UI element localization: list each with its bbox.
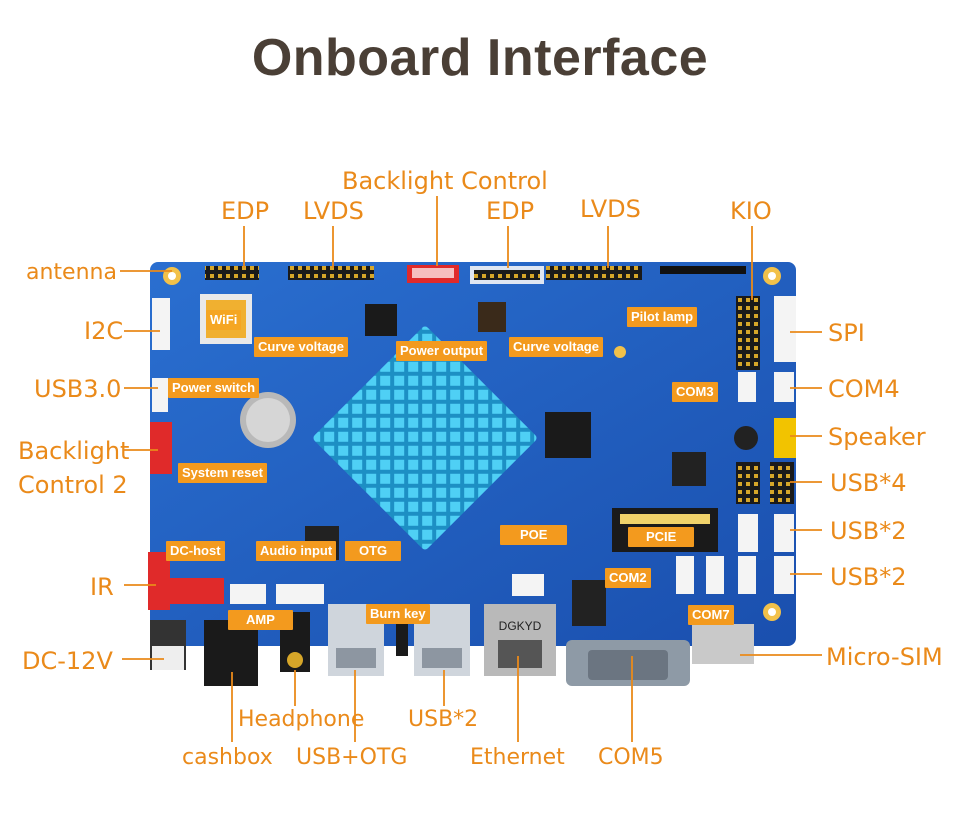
label-usb4: USB*4	[830, 469, 907, 497]
tag-wifi: WiFi	[206, 310, 242, 330]
svg-text:DGKYD: DGKYD	[499, 619, 542, 633]
label-usb2-b: USB*2	[830, 563, 907, 591]
tag-curve-voltage-1: Curve voltage	[254, 337, 348, 357]
label-i2c: I2C	[84, 317, 124, 345]
tag-com2: COM2	[605, 568, 651, 588]
tag-amp: AMP	[228, 610, 293, 630]
label-lvds-2: LVDS	[580, 195, 641, 223]
label-micro-sim: Micro-SIM	[826, 643, 943, 671]
heatsink	[313, 326, 537, 550]
label-backlight-control-2-line2: Control 2	[18, 471, 128, 499]
label-backlight-control: Backlight Control	[342, 167, 548, 195]
sim-slot	[692, 624, 754, 664]
tag-audio-input: Audio input	[256, 541, 337, 561]
label-edp-2: EDP	[486, 197, 535, 225]
tag-pilot-lamp: Pilot lamp	[627, 307, 698, 327]
label-ir: IR	[90, 573, 114, 601]
label-com5: COM5	[598, 745, 664, 770]
page-title: Onboard Interface	[251, 29, 709, 87]
label-edp-1: EDP	[221, 197, 270, 225]
tag-otg: OTG	[345, 541, 402, 561]
label-usb2-a: USB*2	[830, 517, 907, 545]
label-spi: SPI	[828, 319, 865, 347]
tag-poe: POE	[500, 525, 568, 545]
label-backlight-control-2-line1: Backlight	[18, 437, 130, 465]
label-usb-otg: USB+OTG	[296, 745, 408, 770]
lvds-header-2	[546, 266, 642, 280]
label-antenna: antenna	[26, 260, 117, 285]
tag-burn-key: Burn key	[366, 604, 430, 624]
label-dc-12v: DC-12V	[22, 647, 113, 675]
label-speaker: Speaker	[828, 423, 926, 451]
label-usb2-c: USB*2	[408, 707, 479, 732]
lvds-header-1	[288, 266, 374, 280]
label-usb30: USB3.0	[34, 375, 122, 403]
label-headphone: Headphone	[238, 707, 365, 732]
tag-curve-voltage-2: Curve voltage	[509, 337, 603, 357]
tag-power-switch: Power switch	[168, 378, 260, 398]
tag-power-output: Power output	[396, 341, 488, 361]
label-com4: COM4	[828, 375, 900, 403]
tag-dc-host: DC-host	[166, 541, 225, 561]
edp-header-1	[205, 266, 259, 280]
tag-com7: COM7	[688, 605, 734, 625]
label-kio: KIO	[730, 197, 772, 225]
label-ethernet: Ethernet	[470, 745, 565, 770]
tag-com3: COM3	[672, 382, 718, 402]
label-lvds-1: LVDS	[303, 197, 364, 225]
tag-system-reset: System reset	[178, 463, 267, 483]
label-cashbox: cashbox	[182, 745, 273, 770]
tag-pcie: PCIE	[628, 527, 695, 547]
